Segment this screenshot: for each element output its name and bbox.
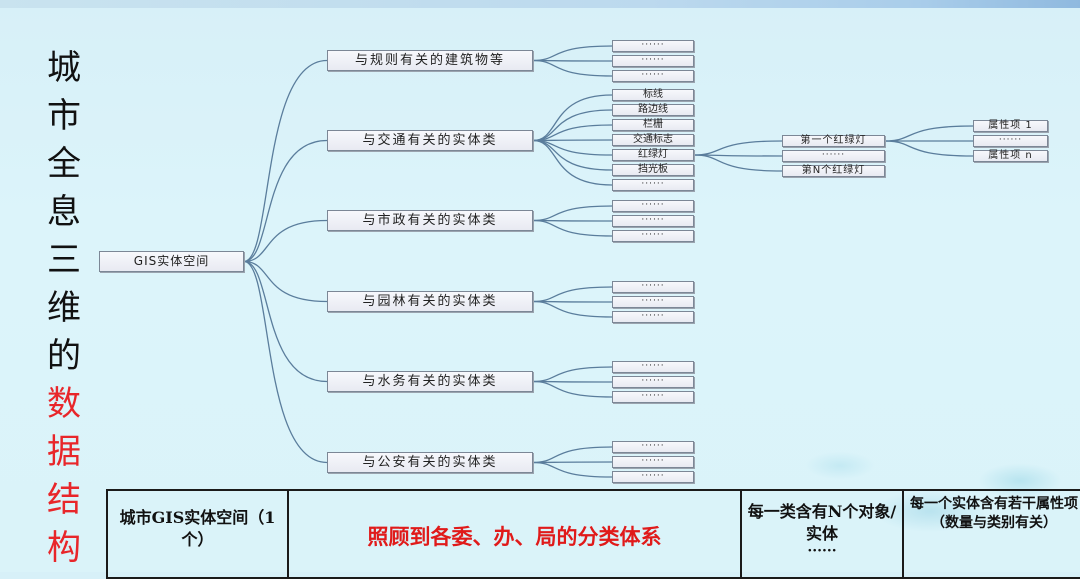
category-link [532,300,613,303]
category-link [532,461,613,478]
root-link [243,59,328,263]
leaf-node: 栏栅 [612,119,694,131]
objects-ellipsis: ······ [807,543,837,559]
leaf-node: ······ [612,471,694,483]
category-link [532,461,613,464]
leaf-node: ······ [612,281,694,293]
vertical-title: 城 市 全 息 三 维 的 数 据 结 构 [40,44,88,572]
root-link [243,139,328,263]
leaf-node: ······ [612,179,694,191]
leaf-node: 挡光板 [612,164,694,176]
root-link [243,260,328,303]
leaf-node: ······ [612,296,694,308]
title-char: 市 [47,96,81,136]
leaf-node: 路边线 [612,104,694,116]
category-link [532,380,613,398]
leaf-node: ······ [612,456,694,468]
instance-link [693,140,783,156]
leaf-node: ······ [612,215,694,227]
summary-cell-space: 城市GIS实体空间（1个） [106,489,289,579]
root-node: GIS实体空间 [99,251,244,272]
leaf-node: 标线 [612,89,694,101]
category-link [532,300,613,318]
title-char: 结 [47,480,81,520]
title-char: 城 [47,48,81,88]
title-char: 构 [47,528,81,568]
category-link [532,45,613,62]
summary-row: 城市GIS实体空间（1个） 照顾到各委、办、局的分类体系 每一类含有N个对象/实… [106,489,1080,579]
title-char: 维 [47,288,81,328]
leaf-node: ······ [612,200,694,212]
attribute-node: ······ [973,135,1048,147]
category-link [532,205,613,222]
category-link [532,59,613,62]
category-link [532,139,613,186]
leaf-node: ······ [612,70,694,82]
category-link [532,446,613,464]
category-node: 与交通有关的实体类 [327,130,533,151]
instance-node: ······ [782,150,885,162]
category-link [532,59,613,77]
attribute-node: 属性项 n [973,150,1048,162]
category-link [532,94,613,142]
attribute-link [884,125,974,142]
attribute-link [884,140,974,157]
leaf-node: ······ [612,441,694,453]
category-link [532,219,613,237]
title-char: 全 [47,144,81,184]
title-char: 据 [47,432,81,472]
category-node: 与水务有关的实体类 [327,371,533,392]
summary-table: 城市GIS实体空间（1个） 照顾到各委、办、局的分类体系 每一类含有N个对象/实… [106,489,1080,579]
summary-cell-attributes: 每一个实体含有若干属性项（数量与类别有关） [902,489,1080,579]
leaf-node: ······ [612,40,694,52]
leaf-node: ······ [612,55,694,67]
category-link [532,380,613,383]
title-char: 的 [47,336,81,376]
attribute-node: 属性项 1 [973,120,1048,132]
summary-cell-classification: 照顾到各委、办、局的分类体系 [287,489,742,579]
root-link [243,260,328,464]
category-node: 与公安有关的实体类 [327,452,533,473]
summary-cell-objects: 每一类含有N个对象/实体 ······ [740,489,904,579]
category-link [532,366,613,383]
leaf-node: 交通标志 [612,134,694,146]
instance-link [693,154,783,172]
title-char: 三 [47,240,81,280]
top-banner [0,0,1080,8]
category-node: 与市政有关的实体类 [327,210,533,231]
category-link [532,286,613,303]
title-char: 数 [47,384,81,424]
objects-text: 每一类含有N个对象/实体 [747,502,897,543]
instance-node: 第一个红绿灯 [782,135,885,147]
leaf-node: ······ [612,376,694,388]
title-char: 息 [47,192,81,232]
leaf-node: ······ [612,361,694,373]
leaf-node: ······ [612,391,694,403]
root-link [243,219,328,263]
category-link [532,139,613,142]
instance-node: 第N个红绿灯 [782,165,885,177]
category-node: 与规则有关的建筑物等 [327,50,533,71]
leaf-node: ······ [612,230,694,242]
root-link [243,260,328,383]
leaf-node: ······ [612,311,694,323]
category-link [532,219,613,222]
category-node: 与园林有关的实体类 [327,291,533,312]
leaf-node-traffic-light: 红绿灯 [612,149,694,161]
